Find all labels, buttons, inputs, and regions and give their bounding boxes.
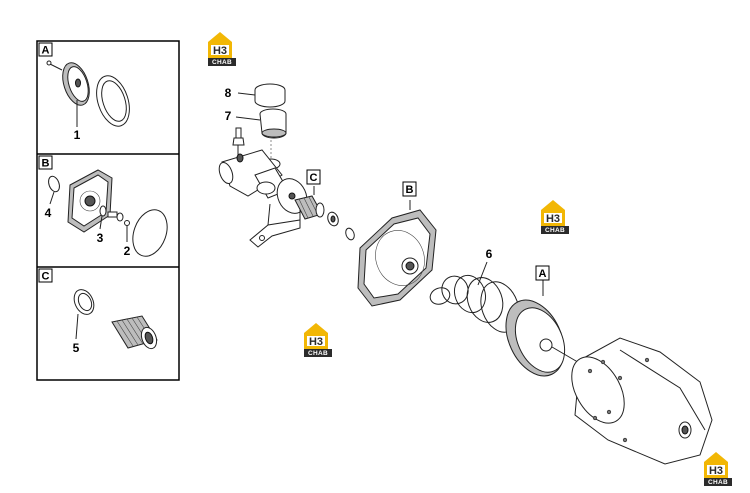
svg-text:H3: H3 — [546, 213, 560, 225]
watermark-logo-1: H3 CHAB — [208, 32, 236, 66]
svg-text:CHAB: CHAB — [308, 350, 328, 357]
panel-c-letter: C — [42, 271, 50, 283]
callout-4: 4 — [45, 206, 52, 220]
svg-text:H3: H3 — [213, 45, 227, 57]
marker-a: A — [539, 268, 547, 280]
marker-b: B — [406, 184, 414, 196]
panel-b-letter: B — [42, 158, 50, 170]
callout-8: 8 — [225, 86, 232, 100]
callout-3: 3 — [97, 231, 104, 245]
callout-7: 7 — [225, 109, 232, 123]
inset-panel-group — [36, 40, 180, 381]
watermark-logo-2: H3 CHAB — [541, 200, 569, 234]
svg-text:H3: H3 — [309, 336, 323, 348]
inset-panel-b: B 4 3 2 — [38, 155, 168, 258]
watermark-logo-4: H3 CHAB — [704, 452, 732, 486]
svg-text:CHAB: CHAB — [708, 479, 728, 486]
main-assembly: 8 7 — [218, 83, 713, 465]
callout-5: 5 — [73, 341, 80, 355]
inset-panel-a: A 1 — [38, 42, 130, 142]
marker-c: C — [310, 172, 318, 184]
svg-text:H3: H3 — [709, 465, 723, 477]
callout-1: 1 — [74, 128, 81, 142]
callout-2: 2 — [124, 244, 131, 258]
panel-a-letter: A — [42, 45, 50, 57]
svg-text:CHAB: CHAB — [545, 227, 565, 234]
inset-panel-c: C 5 — [38, 268, 158, 355]
callout-6: 6 — [486, 247, 493, 261]
watermark-logo-3: H3 CHAB — [304, 323, 332, 357]
svg-text:CHAB: CHAB — [212, 59, 232, 66]
